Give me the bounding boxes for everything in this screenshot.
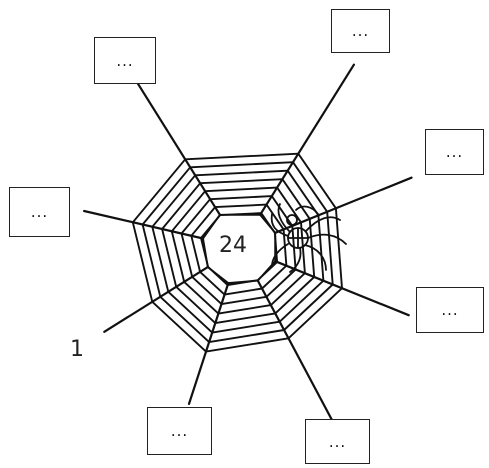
answer-box-left[interactable]: ... [9,187,70,237]
web-spoke [132,76,221,216]
answer-box-bottom-left[interactable]: ... [147,407,212,455]
web-spoke [82,209,205,240]
center-number: 24 [219,233,247,258]
spider-web [82,63,413,438]
answer-box-right-upper[interactable]: ... [425,129,484,175]
web-spoke [256,279,342,438]
spider-icon [270,203,347,273]
answer-box-top-left[interactable]: ... [94,37,156,84]
answer-box-right-lower[interactable]: ... [416,287,484,333]
web-spoke [274,176,413,234]
start-number: 1 [70,337,84,362]
answer-box-top-right[interactable]: ... [331,9,390,53]
web-spoke [274,260,410,317]
web-spoke [103,266,209,333]
web-spoke [259,63,355,216]
web-spoke [187,282,230,405]
answer-box-bottom-right[interactable]: ... [305,419,370,464]
